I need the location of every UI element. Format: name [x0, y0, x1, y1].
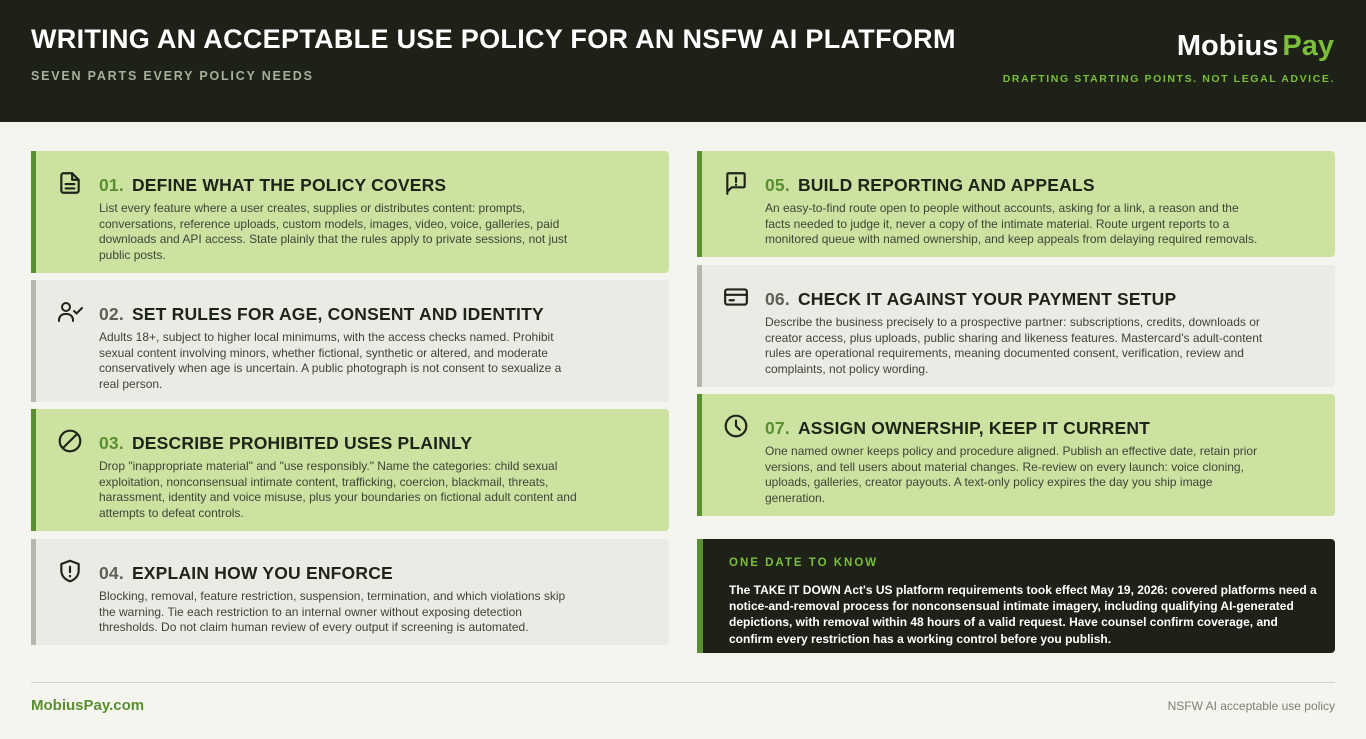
section-heading: ASSIGN OWNERSHIP, KEEP IT CURRENT: [797, 418, 1151, 438]
section-title: 01. DEFINE WHAT THE POLICY COVERS: [99, 175, 446, 196]
section-number: 02.: [99, 304, 124, 324]
document-icon: [57, 170, 83, 196]
brand-name-part2: Pay: [1282, 30, 1334, 62]
section-heading: BUILD REPORTING AND APPEALS: [797, 175, 1095, 195]
section-title: 04. EXPLAIN HOW YOU ENFORCE: [99, 563, 393, 584]
section-number: 01.: [99, 175, 124, 195]
section-number: 03.: [99, 433, 124, 453]
footer-divider: [31, 682, 1335, 683]
section-body: Describe the business precisely to a pro…: [765, 315, 1263, 376]
section-card-02: 02. SET RULES FOR AGE, CONSENT AND IDENTI…: [31, 280, 669, 402]
section-title: 07. ASSIGN OWNERSHIP, KEEP IT CURRENT: [765, 418, 1150, 439]
section-number: 07.: [765, 418, 790, 438]
section-body: Adults 18+, subject to higher local mini…: [99, 330, 562, 391]
clock-icon: [723, 413, 749, 439]
section-title: 06. CHECK IT AGAINST YOUR PAYMENT SETUP: [765, 289, 1176, 310]
section-heading: CHECK IT AGAINST YOUR PAYMENT SETUP: [797, 289, 1177, 309]
section-heading: DEFINE WHAT THE POLICY COVERS: [131, 175, 447, 195]
credit-card-icon: [723, 284, 749, 310]
section-title: 03. DESCRIBE PROHIBITED USES PLAINLY: [99, 433, 472, 454]
callout-text: The TAKE IT DOWN Act's US platform requi…: [729, 583, 1317, 646]
key-date-callout: ONE DATE TO KNOW The TAKE IT DOWN Act's …: [697, 539, 1335, 653]
section-number: 05.: [765, 175, 790, 195]
user-check-icon: [57, 299, 83, 325]
section-card-04: 04. EXPLAIN HOW YOU ENFORCE Blocking, rem…: [31, 539, 669, 645]
section-title: 02. SET RULES FOR AGE, CONSENT AND IDENTI…: [99, 304, 544, 325]
section-body: Blocking, removal, feature restriction, …: [99, 589, 566, 635]
footer-caption: NSFW AI acceptable use policy: [1167, 699, 1335, 713]
section-body: Drop "inappropriate material" and "use r…: [99, 459, 577, 520]
page-title: WRITING AN ACCEPTABLE USE POLICY FOR AN …: [31, 24, 956, 54]
flag-report-icon: [723, 170, 749, 196]
brand-name-part1: Mobius: [1176, 30, 1279, 62]
callout-kicker: ONE DATE TO KNOW: [729, 557, 879, 569]
section-heading: DESCRIBE PROHIBITED USES PLAINLY: [131, 433, 473, 453]
section-card-01: 01. DEFINE WHAT THE POLICY COVERS List ev…: [31, 151, 669, 273]
section-number: 04.: [99, 563, 124, 583]
section-card-05: 05. BUILD REPORTING AND APPEALS An easy-t…: [697, 151, 1335, 257]
page-subtitle: SEVEN PARTS EVERY POLICY NEEDS: [31, 69, 314, 83]
section-body: List every feature where a user creates,…: [99, 201, 568, 262]
section-card-07: 07. ASSIGN OWNERSHIP, KEEP IT CURRENT One…: [697, 394, 1335, 516]
section-heading: SET RULES FOR AGE, CONSENT AND IDENTITY: [131, 304, 544, 324]
section-body: One named owner keeps policy and procedu…: [765, 444, 1258, 505]
section-heading: EXPLAIN HOW YOU ENFORCE: [131, 563, 393, 583]
disclaimer: DRAFTING STARTING POINTS. NOT LEGAL ADVI…: [1002, 73, 1335, 85]
section-card-03: 03. DESCRIBE PROHIBITED USES PLAINLY Drop…: [31, 409, 669, 531]
shield-alert-icon: [57, 558, 83, 584]
section-number: 06.: [765, 289, 790, 309]
prohibited-icon: [57, 428, 83, 454]
footer-site-link[interactable]: MobiusPay.com: [31, 697, 145, 714]
section-body: An easy-to-find route open to people wit…: [765, 201, 1258, 247]
header: WRITING AN ACCEPTABLE USE POLICY FOR AN …: [0, 0, 1366, 122]
section-title: 05. BUILD REPORTING AND APPEALS: [765, 175, 1095, 196]
section-card-06: 06. CHECK IT AGAINST YOUR PAYMENT SETUP D…: [697, 265, 1335, 387]
